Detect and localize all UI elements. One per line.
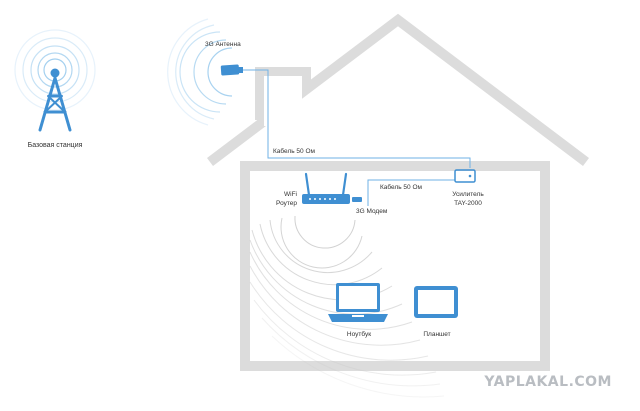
- wifi-router-label-line2: Роутер: [276, 200, 297, 207]
- wifi-router-label-line1: WiFi: [284, 191, 297, 198]
- antenna-label: 3G Антенна: [205, 41, 241, 48]
- base-station-tower-icon: [38, 68, 72, 132]
- antenna-icon: [220, 64, 243, 76]
- tablet-icon: [414, 286, 458, 318]
- modem-label: 3G Модем: [356, 208, 388, 215]
- cable-amplifier-to-modem: [367, 179, 455, 206]
- house-outline: [206, 13, 590, 371]
- amplifier-icon: [454, 169, 476, 183]
- watermark: YAPLAKAL.COM: [483, 374, 612, 390]
- cable-top-label: Кабель 50 Ом: [273, 147, 316, 155]
- laptop-label: Ноутбук: [347, 330, 371, 338]
- amplifier-label-line2: TAY-2000: [454, 200, 482, 207]
- cables: [243, 69, 471, 206]
- wifi-router-icon: [302, 172, 362, 204]
- laptop-icon: [328, 283, 388, 322]
- chimney-inner: [264, 76, 302, 126]
- amplifier-label-line1: Усилитель: [452, 191, 484, 198]
- cable-mid-label: Кабель 50 Ом: [380, 183, 423, 191]
- base-station-label: Базовая станция: [28, 142, 83, 149]
- cable-antenna-to-amplifier: [243, 69, 471, 168]
- tablet-label: Планшет: [423, 331, 450, 338]
- antenna-signal-waves: [167, 18, 233, 126]
- router-signal-waves: [249, 215, 445, 398]
